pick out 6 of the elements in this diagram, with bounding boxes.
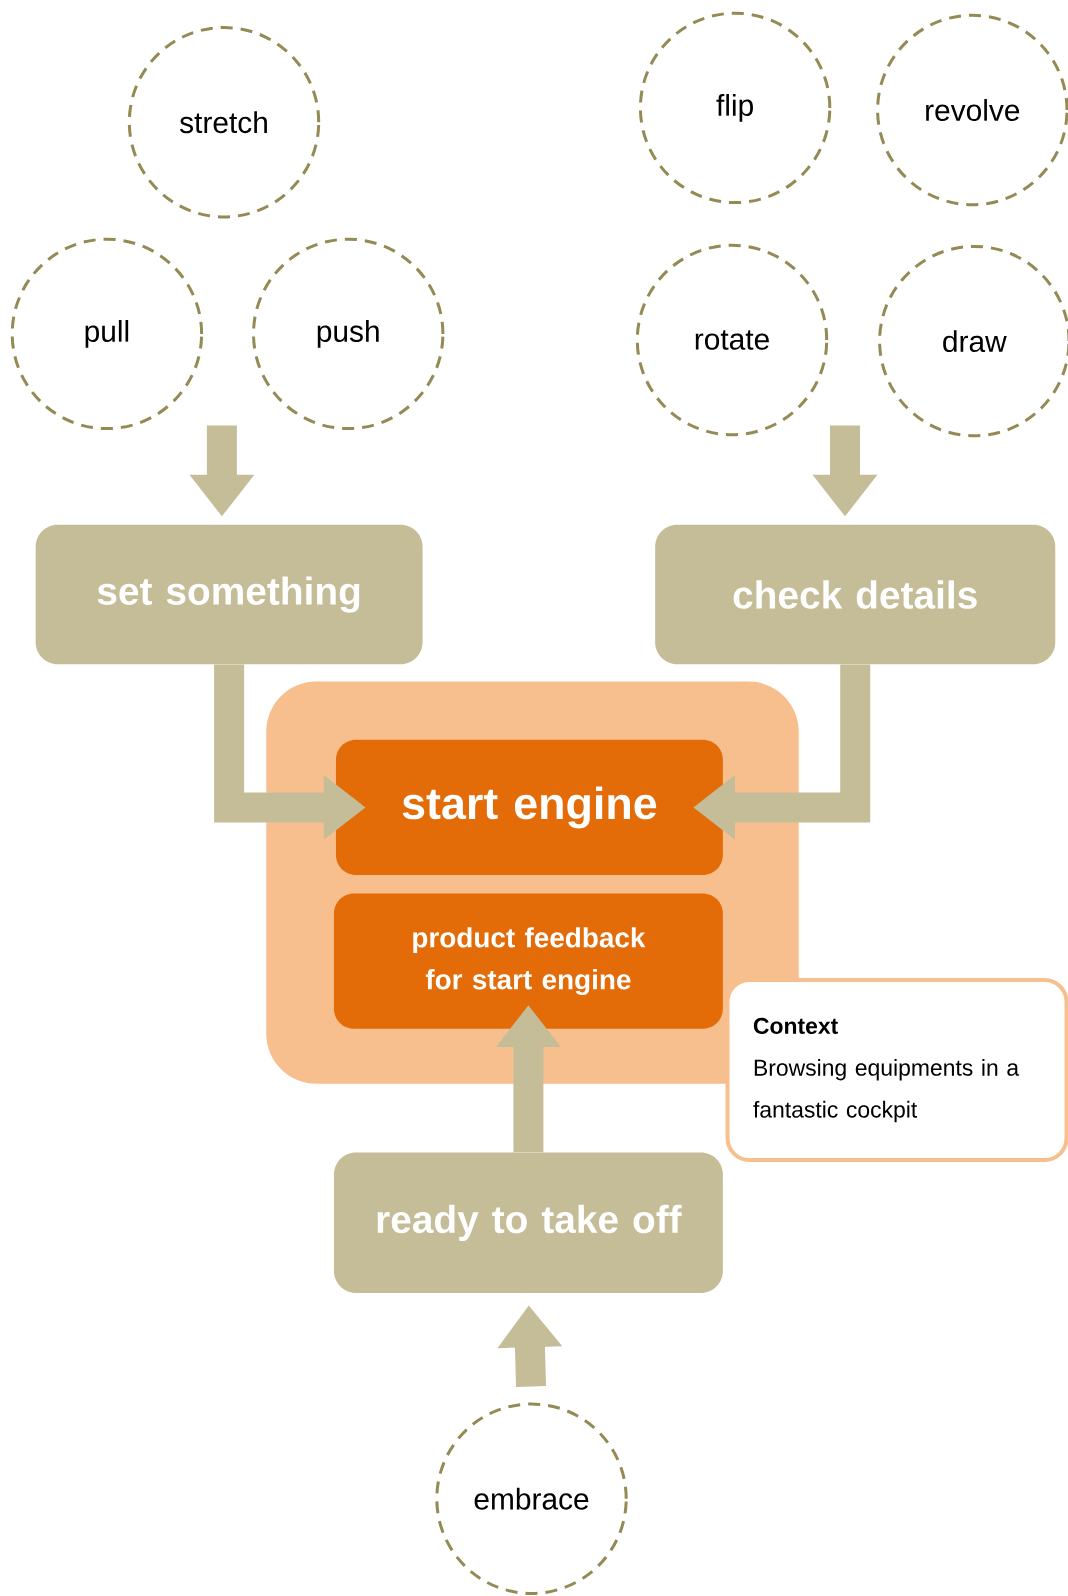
process-box: product feedback for start engine [333, 893, 723, 1029]
process-box: set something [35, 524, 423, 665]
process-box: start engine [335, 739, 723, 876]
process-box: check details [655, 524, 1056, 665]
process-box: ready to take off [333, 1152, 723, 1294]
context-note: Context Browsing equipments in a fantastic cockpit [725, 977, 1068, 1163]
